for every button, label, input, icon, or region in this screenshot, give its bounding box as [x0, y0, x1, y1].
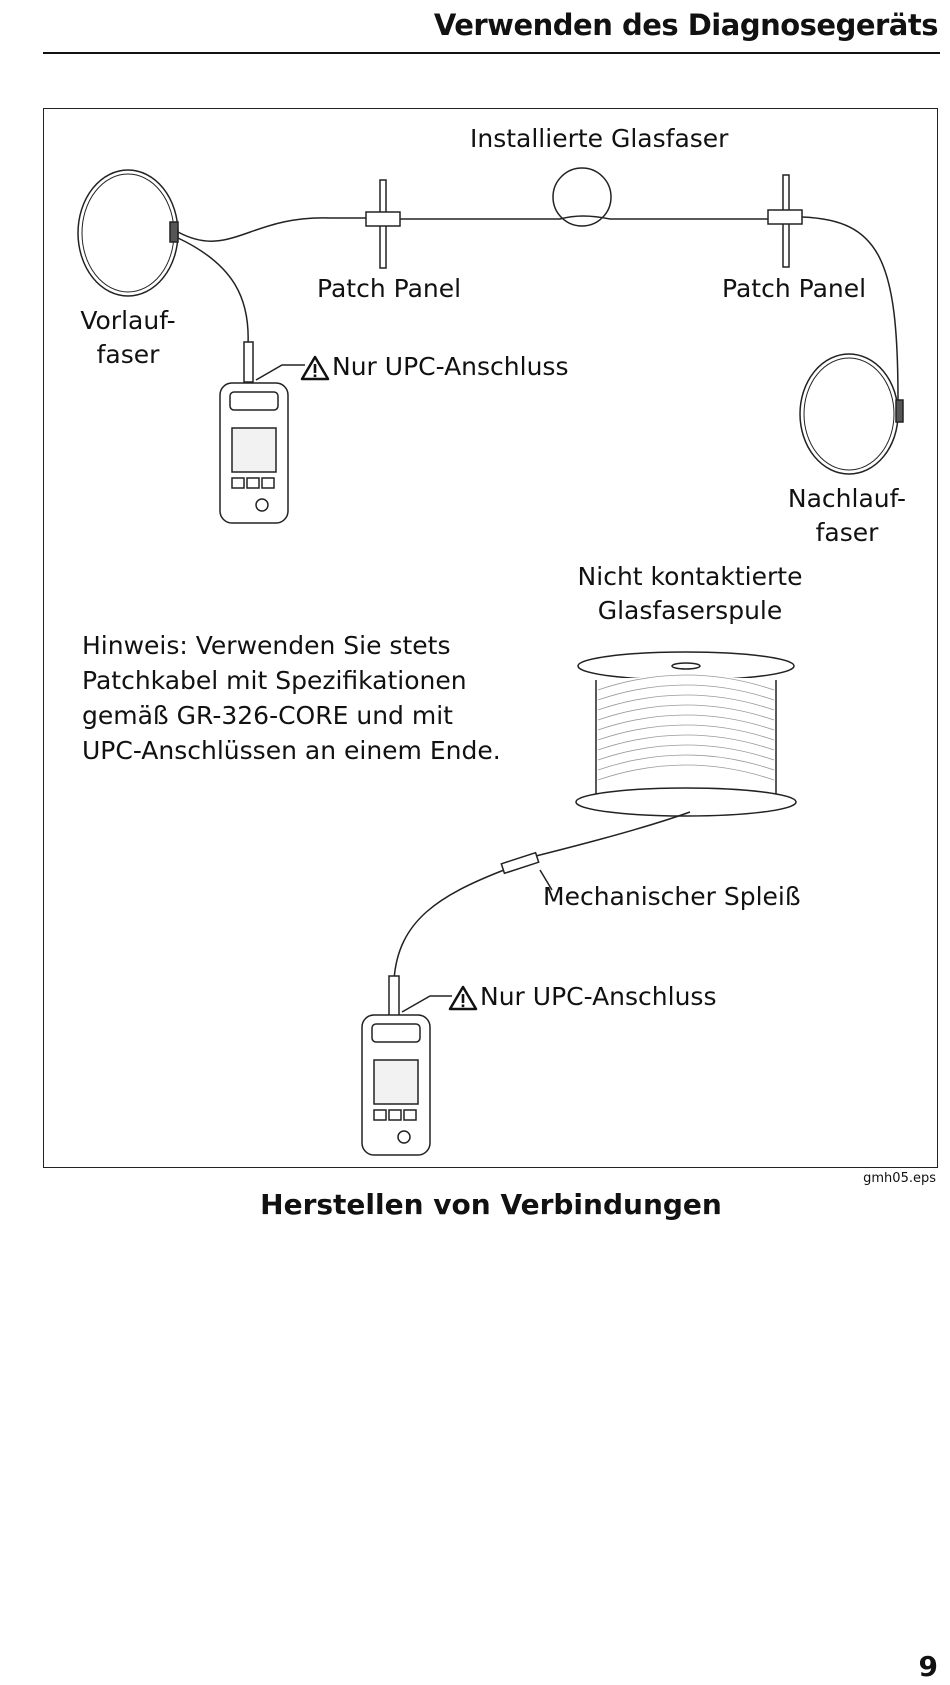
warning-icon	[448, 985, 478, 1011]
label-spool-line2: Glasfaserspule	[597, 596, 783, 625]
page-number: 9	[918, 1650, 938, 1683]
label-spool-line1: Nicht kontaktierte	[577, 562, 803, 591]
figure-file-id: gmh05.eps	[863, 1171, 936, 1186]
label-patch-panel-right: Patch Panel	[722, 274, 867, 303]
label-upc-bottom-text: Nur UPC-Anschluss	[480, 982, 717, 1011]
note-line: Patchkabel mit Spezifikationen	[82, 666, 467, 695]
label-installed-fiber: Installierte Glasfaser	[470, 124, 729, 153]
tester-bottom	[361, 1014, 431, 1156]
header-title: Verwenden des Diagnosegeräts	[433, 8, 939, 42]
figure-caption: Herstellen von Verbindungen	[260, 1188, 722, 1221]
label-upc-top: Nur UPC-Anschluss	[300, 350, 568, 384]
label-tail-fiber-line2: faser	[815, 518, 879, 547]
label-launch-fiber-line1: Vorlauf-	[80, 306, 176, 335]
figure-frame	[43, 108, 938, 1168]
label-spool: Nicht kontaktierte Glasfaserspule	[570, 560, 810, 628]
tail-fiber-coil	[799, 353, 899, 475]
note-text: Hinweis: Verwenden Sie stets Patchkabel …	[82, 628, 501, 768]
launch-fiber-cable	[177, 217, 370, 242]
launch-fiber-coil	[77, 169, 179, 297]
note-line: gemäß GR-326-CORE und mit	[82, 701, 453, 730]
label-patch-panel-left: Patch Panel	[317, 274, 462, 303]
label-mechanical-splice: Mechanischer Spleiß	[543, 882, 801, 911]
label-upc-top-text: Nur UPC-Anschluss	[332, 352, 569, 381]
label-launch-fiber-line2: faser	[96, 340, 160, 369]
tester-top	[219, 382, 289, 524]
installed-fiber-loop	[552, 167, 612, 227]
warning-icon	[300, 355, 330, 381]
header-rule	[43, 52, 940, 54]
mechanical-splice	[500, 851, 540, 875]
note-line: Hinweis: Verwenden Sie stets	[82, 631, 451, 660]
fiber-spool	[575, 651, 797, 817]
label-tail-fiber-line1: Nachlauf-	[787, 484, 907, 513]
label-tail-fiber: Nachlauf- faser	[782, 482, 912, 550]
label-launch-fiber: Vorlauf- faser	[72, 304, 184, 372]
tail-fiber-cable	[801, 216, 899, 401]
note-line: UPC-Anschlüssen an einem Ende.	[82, 736, 501, 765]
label-upc-bottom: Nur UPC-Anschluss	[448, 980, 716, 1014]
